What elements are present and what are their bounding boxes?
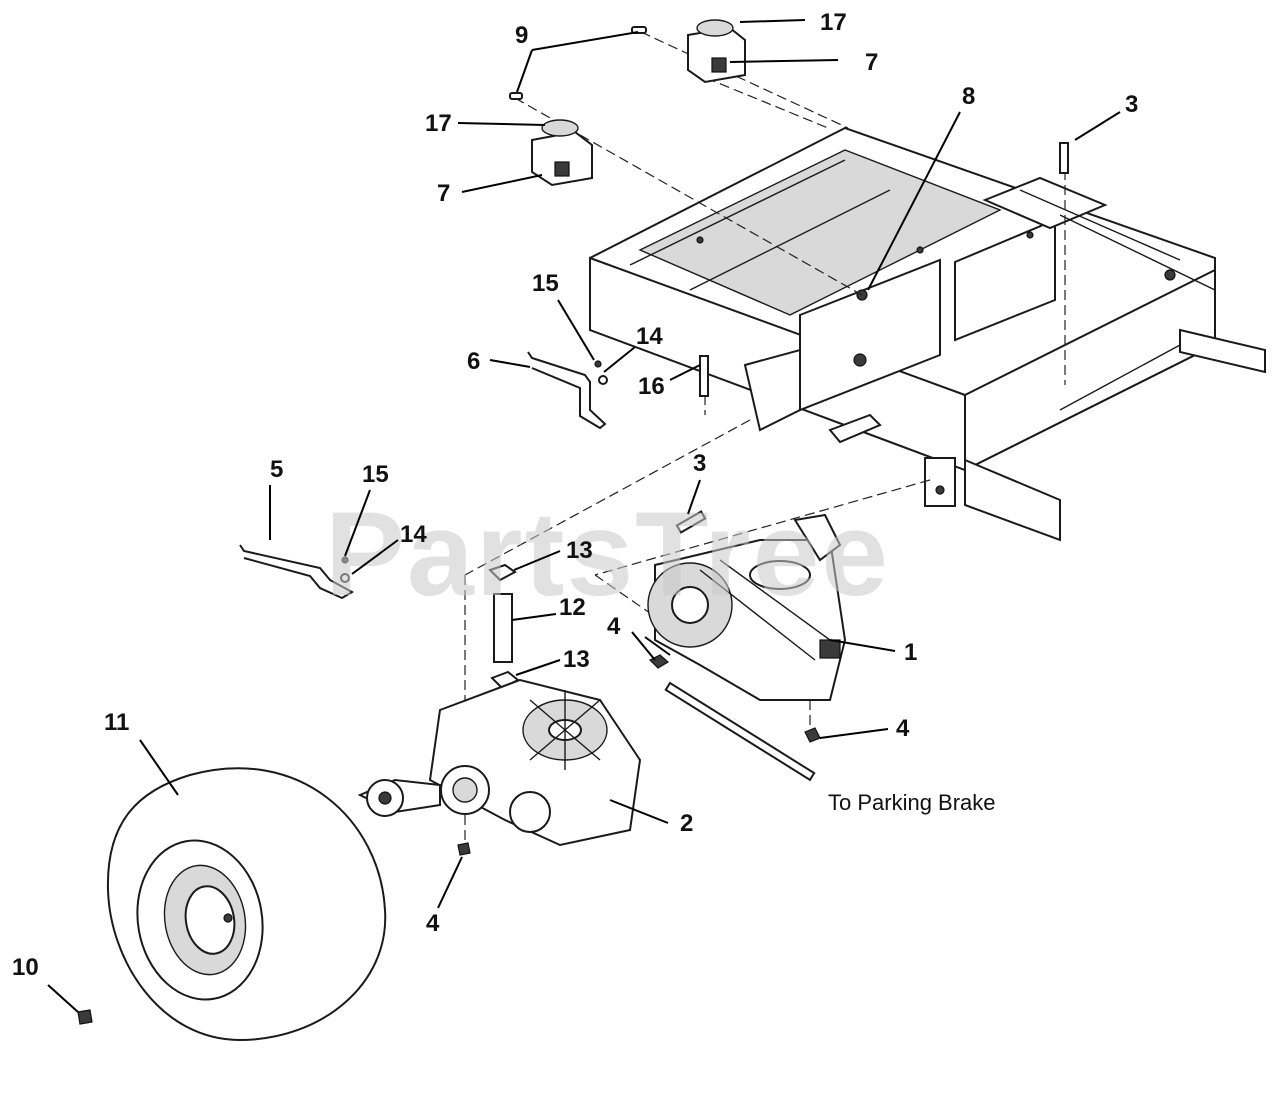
callout-17-upper: 17 — [820, 9, 847, 36]
control-module-lower — [531, 119, 593, 187]
leader-lines — [47, 19, 1121, 1013]
callout-4-left: 4 — [426, 910, 440, 937]
callout-16: 16 — [638, 373, 665, 400]
callout-4-lower-right: 4 — [896, 715, 910, 742]
callout-8: 8 — [962, 83, 975, 110]
callout-17-lower: 17 — [425, 110, 452, 137]
callout-3-upper: 3 — [1125, 91, 1138, 118]
callout-15-upper: 15 — [532, 270, 559, 297]
callout-1: 1 — [904, 639, 917, 666]
transaxle-right — [647, 513, 847, 701]
control-module-upper — [687, 19, 746, 84]
callout-13-lower: 13 — [563, 646, 590, 673]
callout-labels: 17 7 9 17 7 8 3 15 14 6 16 5 15 14 3 13 … — [12, 9, 1138, 981]
callout-7-upper: 7 — [865, 49, 878, 76]
brackets — [239, 351, 607, 600]
callout-15-lower: 15 — [362, 461, 389, 488]
callout-12: 12 — [559, 594, 586, 621]
callout-14-lower: 14 — [400, 521, 427, 548]
callout-13-upper: 13 — [566, 537, 593, 564]
callout-2: 2 — [680, 810, 693, 837]
callout-7-lower: 7 — [437, 180, 450, 207]
callout-9: 9 — [515, 22, 528, 49]
transaxle-left — [357, 678, 642, 847]
callout-10: 10 — [12, 954, 39, 981]
rear-tire — [106, 767, 387, 1042]
fasteners — [77, 26, 1069, 1025]
callout-5: 5 — [270, 456, 283, 483]
callout-6: 6 — [467, 348, 480, 375]
watermark: PartsTree — [325, 487, 890, 621]
parking-brake-note: To Parking Brake — [828, 790, 996, 815]
callout-4-right: 4 — [607, 613, 621, 640]
callout-3-lower: 3 — [693, 450, 706, 477]
callout-14-upper: 14 — [636, 323, 663, 350]
callout-11: 11 — [104, 709, 129, 736]
chassis-frame — [589, 126, 1266, 542]
